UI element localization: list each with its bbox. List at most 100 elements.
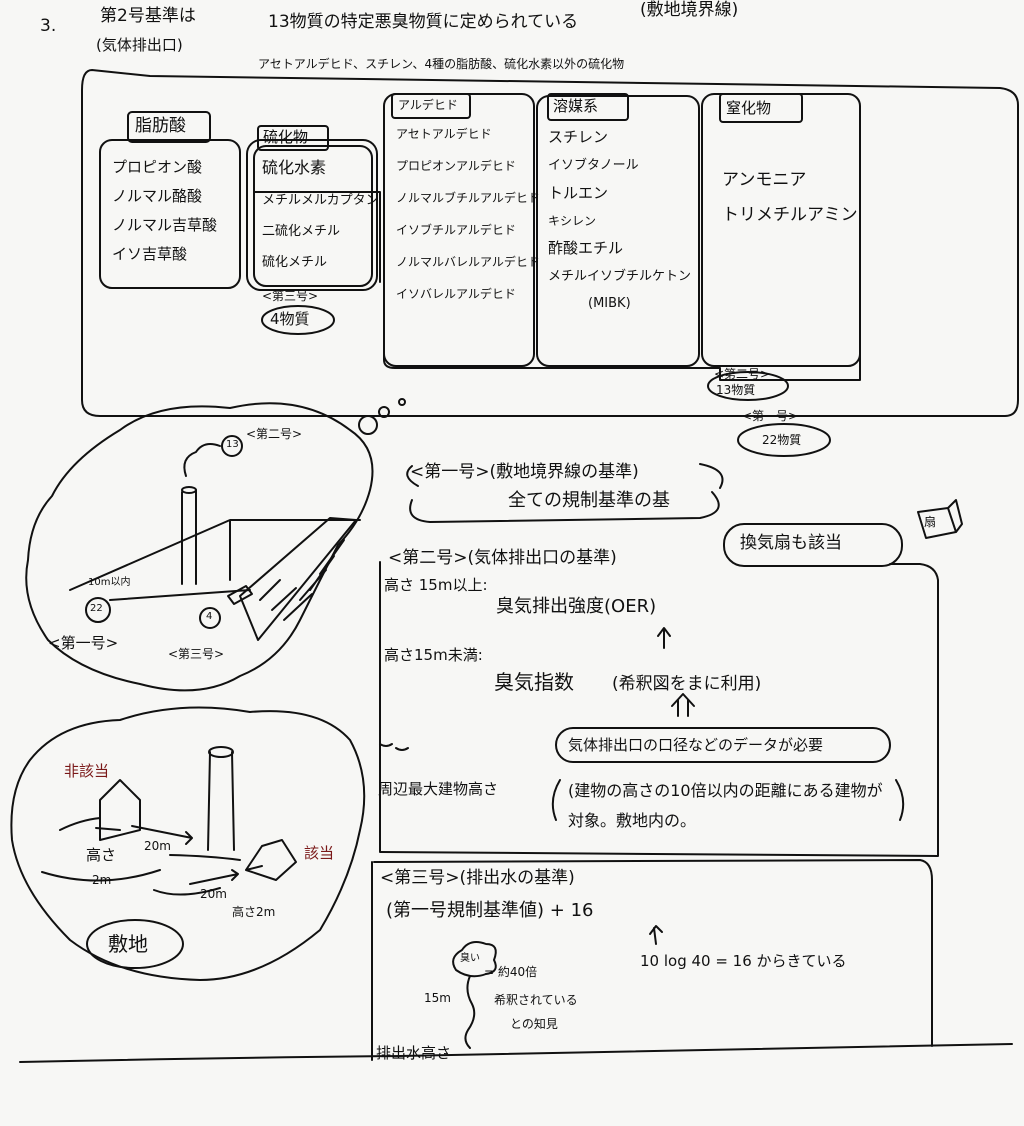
cloud-one-circle-13: 13: [226, 439, 239, 450]
solvent-item: メチルイソブチルケトン: [548, 269, 692, 284]
dilution-note-2: との知見: [510, 1017, 558, 1031]
aldehyde-item: アセトアルデヒド: [396, 127, 492, 141]
nitrogen-title-box: [720, 94, 802, 122]
fatty-acid-list: プロピオン酸 ノルマル酪酸 ノルマル吉草酸 イソ吉草酸: [112, 160, 217, 262]
sulfide-box-inner: [254, 146, 372, 286]
smell-cloud-label: 臭い: [460, 953, 480, 964]
fatty-acid-item: プロピオン酸: [112, 158, 203, 176]
aldehyde-item: イソバレルアルデヒド: [396, 287, 516, 301]
section-two-title: <第二号>(気体排出口の基準): [388, 548, 617, 568]
sulfide-tag: <第三号>: [262, 289, 319, 303]
solvent-item: キシレン: [548, 214, 597, 228]
no1-count-oval: [738, 424, 830, 456]
formula-right: 10 log 40 = 16 からきている: [640, 952, 847, 970]
fan-box-label: 扇: [924, 515, 937, 529]
row1-label: 高さ 15m以上:: [384, 576, 488, 594]
row3-label: 周辺最大建物高さ: [378, 780, 499, 798]
section-number: 3.: [40, 16, 57, 36]
sulfide-item: 硫化メチル: [262, 255, 328, 270]
applicable-label: 該当: [304, 844, 335, 862]
aldehyde-group-outline: [384, 114, 860, 380]
aldehyde-item: イソブチルアルデヒド: [396, 223, 516, 237]
nitrogen-list: アンモニア トリメチルアミン: [722, 172, 858, 224]
no1-count: 22物質: [762, 433, 802, 447]
cloud-one-no1-label: <第一号>: [48, 634, 119, 652]
height-left-value: 2m: [92, 873, 112, 887]
fatty-acid-item: イソ吉草酸: [112, 245, 188, 263]
sulfide-item: 硫化水素: [262, 158, 327, 177]
fan-note: 換気扇も該当: [740, 533, 842, 553]
section-one-outline: [407, 464, 722, 522]
cloud-one-circle-22: 22: [90, 603, 103, 614]
no2-count-oval: [708, 372, 788, 400]
sulfide-title: 硫化物: [263, 128, 309, 146]
corner-title: (敷地境界線): [640, 0, 739, 20]
solvent-item: トルエン: [548, 184, 609, 202]
distance-left-label: 20m: [144, 839, 171, 853]
site-oval: [87, 920, 183, 968]
nitrogen-item: アンモニア: [722, 170, 807, 190]
sulfide-bracket: [255, 192, 380, 282]
nitrogen-item: トリメチルアミン: [722, 205, 858, 225]
no2-count: 13物質: [716, 383, 756, 397]
fatty-acid-title-box: [128, 112, 210, 142]
section-two-frame: [380, 562, 938, 856]
section-three-title: <第三号>(排出水の基準): [380, 868, 575, 888]
dilution-value: = 約40倍: [484, 965, 538, 979]
aldehyde-title: アルデヒド: [398, 98, 458, 112]
cloud-one-distance: 10m以内: [88, 577, 131, 588]
no2-tag: <第二号>: [714, 367, 771, 381]
fan-note-oval: [724, 524, 902, 566]
standard-subtitle: (気体排出口): [96, 36, 183, 54]
substance-list-line: アセトアルデヒド、スチレン、4種の脂肪酸、硫化水素以外の硫化物: [258, 57, 625, 71]
section-three-frame: [372, 860, 932, 1060]
row2-label: 高さ15m未満:: [384, 646, 483, 664]
site-label: 敷地: [108, 932, 148, 956]
cloud-one-no2-label: <第二号>: [246, 427, 303, 441]
aldehyde-item: ノルマルバレルアルデヒド: [396, 255, 540, 269]
data-note: 気体排出口の口径などのデータが必要: [568, 736, 824, 754]
section-one-subtitle: 全ての規制基準の基: [508, 490, 670, 511]
sulfide-list: 硫化水素 メチルメルカプタン 二硫化メチル 硫化メチル: [262, 158, 379, 270]
section-one-title: <第一号>(敷地境界線の基準): [410, 462, 639, 482]
solvent-item: 酢酸エチル: [548, 239, 624, 257]
cloud-one-circle-4: 4: [206, 611, 213, 622]
solvent-item: イソブタノール: [548, 158, 639, 173]
solvent-item: スチレン: [548, 128, 609, 146]
sulfide-item: メチルメルカプタン: [262, 193, 379, 208]
row2-value: 臭気指数: [494, 670, 574, 694]
standard-title: 第2号基準は: [100, 6, 196, 26]
stack-height: 15m: [424, 991, 451, 1005]
outer-group-box: [82, 70, 1018, 416]
aldehyde-item: プロピオンアルデヒド: [396, 159, 516, 173]
aldehyde-list: アセトアルデヒド プロピオンアルデヒド ノルマルブチルアルデヒド イソブチルアル…: [396, 128, 540, 300]
row3-value: (建物の高さの10倍以内の距離にある建物が対象。敷地内の。: [568, 781, 883, 831]
distance-bottom-label: 20m: [200, 887, 227, 901]
solvent-item: (MIBK): [588, 296, 631, 311]
solvent-list: スチレン イソブタノール トルエン キシレン 酢酸エチル メチルイソブチルケトン…: [548, 128, 692, 311]
row1-value: 臭気排出強度(OER): [496, 596, 657, 617]
height-left-label: 高さ: [86, 846, 117, 864]
baseline-label: 排出水高さ: [376, 1044, 452, 1062]
solvent-box: [537, 96, 699, 366]
baseline: [20, 1044, 1012, 1062]
height-right-label: 高さ2m: [232, 905, 276, 919]
solvent-title-box: [548, 94, 628, 120]
sulfide-item: 二硫化メチル: [262, 224, 341, 239]
formula-left: (第一号規制基準値) + 16: [386, 900, 594, 921]
aldehyde-title-box: [392, 94, 470, 118]
nitrogen-box: [702, 94, 860, 366]
sulfide-title-box: [258, 126, 328, 150]
no1-tag: <第一号>: [742, 409, 799, 423]
thirteen-substances-line: 13物質の特定悪臭物質に定められている: [268, 12, 579, 32]
non-applicable-label: 非該当: [64, 762, 110, 780]
fatty-acid-item: ノルマル吉草酸: [112, 216, 218, 234]
sulfide-count: 4物質: [270, 310, 310, 328]
cloud-two-outline: [11, 708, 364, 981]
cloud-one-outline: [26, 403, 372, 690]
fatty-acid-box: [100, 140, 240, 288]
fatty-acid-title: 脂肪酸: [135, 116, 186, 136]
data-note-oval: [556, 728, 890, 762]
